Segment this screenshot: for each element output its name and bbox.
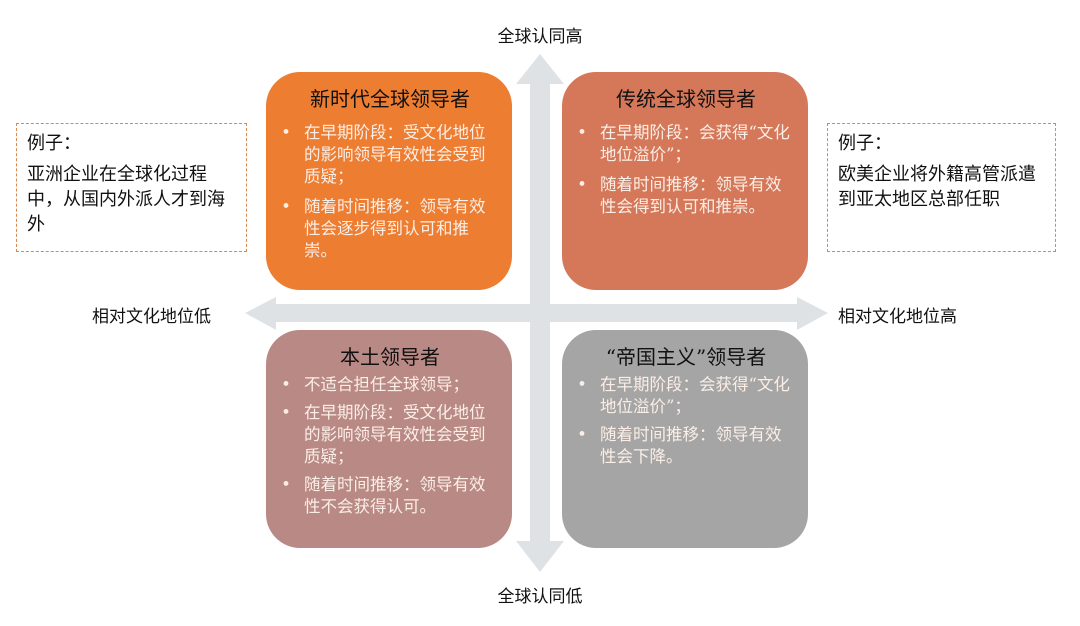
- list-item: • 随着时间推移：领导有效性会下降。: [576, 424, 796, 468]
- quadrant-title: 本土领导者: [340, 345, 440, 369]
- list-item: • 在早期阶段：受文化地位的影响领导有效性会受到质疑；: [280, 402, 500, 468]
- axis-label-cultural-status-low: 相对文化地位低: [92, 307, 211, 327]
- list-item: • 在早期阶段：会获得“文化地位溢价”；: [576, 374, 796, 418]
- list-item: • 随着时间推移：领导有效性会得到认可和推崇。: [576, 174, 796, 218]
- example-box-right: 例子： 欧美企业将外籍高管派遣到亚太地区总部任职: [827, 123, 1056, 252]
- bullet-icon: •: [281, 375, 291, 394]
- quadrant-title: 传统全球领导者: [616, 87, 756, 111]
- list-item-text: 不适合担任全球领导；: [304, 375, 469, 394]
- list-item: • 随着时间推移：领导有效性不会获得认可。: [280, 474, 500, 518]
- quadrant-bullet-list: • 在早期阶段：会获得“文化地位溢价”； • 随着时间推移：领导有效性会得到认可和推…: [576, 122, 796, 218]
- bullet-icon: •: [281, 197, 291, 216]
- list-item: • 随着时间推移：领导有效性会逐步得到认可和推崇。: [280, 196, 500, 262]
- list-item-text: 随着时间推移：领导有效性不会获得认可。: [304, 475, 486, 516]
- quadrant-local-leader: 本土领导者 • 不适合担任全球领导； • 在早期阶段：受文化地位的影响领导有效性会受…: [266, 330, 512, 548]
- axis-label-cultural-status-high: 相对文化地位高: [838, 307, 957, 327]
- list-item-text: 随着时间推移：领导有效性会逐步得到认可和推崇。: [304, 197, 486, 260]
- bullet-icon: •: [281, 123, 291, 142]
- list-item-text: 在早期阶段：会获得“文化地位溢价”；: [600, 375, 790, 416]
- bullet-icon: •: [281, 475, 291, 494]
- axis-label-global-identity-low: 全球认同低: [497, 587, 583, 607]
- list-item-text: 在早期阶段：受文化地位的影响领导有效性会受到质疑；: [304, 123, 486, 186]
- list-item-text: 在早期阶段：受文化地位的影响领导有效性会受到质疑；: [304, 403, 486, 466]
- quadrant-title: 新时代全球领导者: [310, 87, 470, 111]
- list-item-text: 随着时间推移：领导有效性会得到认可和推崇。: [600, 175, 782, 216]
- list-item-text: 在早期阶段：会获得“文化地位溢价”；: [600, 123, 790, 164]
- quadrant-imperialist-leader: “帝国主义”领导者 • 在早期阶段：会获得“文化地位溢价”； • 随着时间推移：领导…: [562, 330, 808, 548]
- list-item: • 不适合担任全球领导；: [280, 374, 500, 396]
- quadrant-new-era-global-leader: 新时代全球领导者 • 在早期阶段：受文化地位的影响领导有效性会受到质疑； • 随着时…: [266, 72, 512, 290]
- quadrant-traditional-global-leader: 传统全球领导者 • 在早期阶段：会获得“文化地位溢价”； • 随着时间推移：领导有效…: [562, 72, 808, 290]
- quadrant-bullet-list: • 在早期阶段：会获得“文化地位溢价”； • 随着时间推移：领导有效性会下降。: [576, 374, 796, 468]
- axis-label-global-identity-high: 全球认同高: [497, 27, 583, 47]
- list-item: • 在早期阶段：会获得“文化地位溢价”；: [576, 122, 796, 166]
- example-box-left: 例子： 亚洲企业在全球化过程中，从国内外派人才到海外: [16, 123, 247, 252]
- quadrant-title: “帝国主义”领导者: [605, 345, 767, 369]
- list-item: • 在早期阶段：受文化地位的影响领导有效性会受到质疑；: [280, 122, 500, 188]
- bullet-icon: •: [577, 175, 587, 194]
- example-title: 例子：: [838, 133, 892, 154]
- horizontal-axis-arrow: [245, 297, 828, 330]
- list-item-text: 随着时间推移：领导有效性会下降。: [600, 425, 782, 466]
- bullet-icon: •: [577, 123, 587, 142]
- quadrant-bullet-list: • 在早期阶段：受文化地位的影响领导有效性会受到质疑； • 随着时间推移：领导有效性…: [280, 122, 500, 262]
- example-body: 欧美企业将外籍高管派遣到亚太地区总部任职: [838, 164, 1036, 210]
- bullet-icon: •: [281, 403, 291, 422]
- example-body: 亚洲企业在全球化过程中，从国内外派人才到海外: [27, 164, 225, 235]
- bullet-icon: •: [577, 425, 587, 444]
- example-title: 例子：: [27, 133, 81, 154]
- quadrant-bullet-list: • 不适合担任全球领导； • 在早期阶段：受文化地位的影响领导有效性会受到质疑； •…: [280, 374, 500, 518]
- bullet-icon: •: [577, 375, 587, 394]
